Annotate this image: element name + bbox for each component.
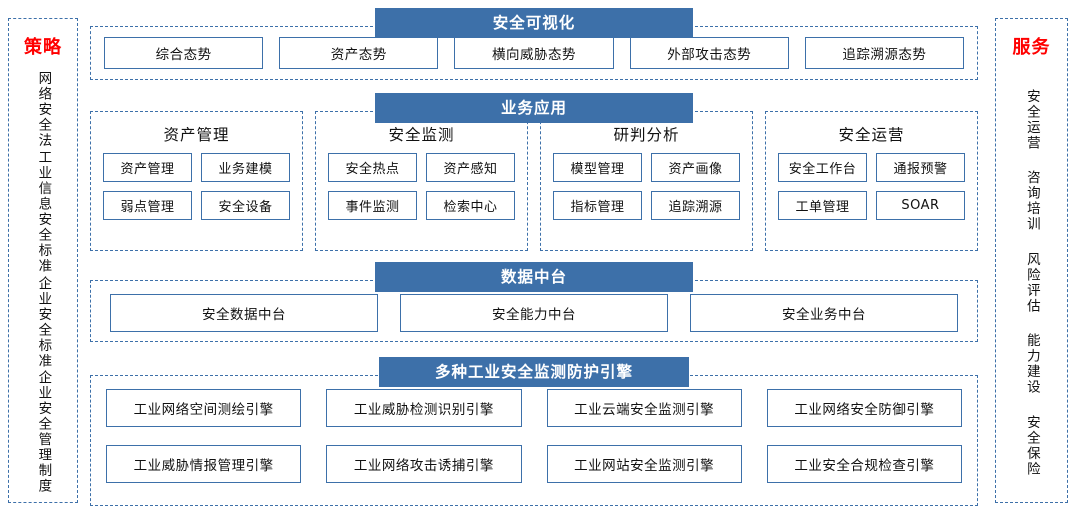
application-banner: 业务应用 xyxy=(375,93,693,123)
group-1-item-2[interactable]: 事件监测 xyxy=(328,191,417,220)
data-platform-item-1[interactable]: 安全能力中台 xyxy=(400,294,668,332)
service-item-1: 咨询培训 xyxy=(1023,170,1040,232)
service-item-2: 风险评估 xyxy=(1023,251,1040,314)
strategy-item-0: 网络安全法 xyxy=(35,70,52,149)
group-grid-1: 安全热点 资产感知 事件监测 检索中心 xyxy=(328,153,515,220)
group-grid-3: 安全工作台 通报预警 工单管理 SOAR xyxy=(778,153,965,220)
application-groups: 资产管理 资产管理 业务建模 弱点管理 安全设备 安全监测 安全热点 资产感知 … xyxy=(90,111,978,251)
group-1-item-0[interactable]: 安全热点 xyxy=(328,153,417,182)
group-0-item-1[interactable]: 业务建模 xyxy=(201,153,290,182)
group-3-item-2[interactable]: 工单管理 xyxy=(778,191,867,220)
engine-item-1[interactable]: 工业威胁检测识别引擎 xyxy=(326,389,522,427)
group-3-item-0[interactable]: 安全工作台 xyxy=(778,153,867,182)
service-pillar-items: 安全运营 咨询培训 风险评估 能力建设 安全保险 xyxy=(996,69,1067,502)
engine-item-5[interactable]: 工业网络攻击诱捕引擎 xyxy=(326,445,522,483)
application-group-asset-management: 资产管理 资产管理 业务建模 弱点管理 安全设备 xyxy=(90,111,303,251)
group-title-1: 安全监测 xyxy=(388,126,455,144)
group-0-item-2[interactable]: 弱点管理 xyxy=(103,191,192,220)
visualization-band: 安全可视化 综合态势 资产态势 横向威胁态势 外部攻击态势 追踪溯源态势 xyxy=(90,8,978,80)
group-grid-0: 资产管理 业务建模 弱点管理 安全设备 xyxy=(103,153,290,220)
group-grid-2: 模型管理 资产画像 指标管理 追踪溯源 xyxy=(553,153,740,220)
strategy-pillar-items: 网络安全法 工业信息安全标准 企业安全标准 企业安全管理制度 xyxy=(9,69,77,502)
strategy-item-3: 企业安全管理制度 xyxy=(35,370,52,495)
engines-banner: 多种工业安全监测防护引擎 xyxy=(379,357,689,387)
group-3-item-1[interactable]: 通报预警 xyxy=(876,153,965,182)
group-title-0: 资产管理 xyxy=(163,126,230,144)
service-pillar-title: 服务 xyxy=(1012,37,1051,58)
engine-item-4[interactable]: 工业威胁情报管理引擎 xyxy=(106,445,302,483)
engine-item-3[interactable]: 工业网络安全防御引擎 xyxy=(766,389,962,427)
group-2-item-0[interactable]: 模型管理 xyxy=(553,153,642,182)
engine-item-7[interactable]: 工业安全合规检查引擎 xyxy=(766,445,962,483)
application-group-security-monitoring: 安全监测 安全热点 资产感知 事件监测 检索中心 xyxy=(315,111,528,251)
group-0-item-0[interactable]: 资产管理 xyxy=(103,153,192,182)
visualization-item-3[interactable]: 外部攻击态势 xyxy=(629,37,789,69)
visualization-item-1[interactable]: 资产态势 xyxy=(279,37,439,69)
engines-items: 工业网络空间测绘引擎 工业威胁检测识别引擎 工业云端安全监测引擎 工业网络安全防… xyxy=(106,389,962,483)
application-group-security-operations: 安全运营 安全工作台 通报预警 工单管理 SOAR xyxy=(765,111,978,251)
strategy-item-1: 工业信息安全标准 xyxy=(35,149,52,274)
group-1-item-3[interactable]: 检索中心 xyxy=(426,191,515,220)
engines-band: 多种工业安全监测防护引擎 工业网络空间测绘引擎 工业威胁检测识别引擎 工业云端安… xyxy=(90,357,978,506)
engine-item-0[interactable]: 工业网络空间测绘引擎 xyxy=(106,389,302,427)
group-2-item-1[interactable]: 资产画像 xyxy=(651,153,740,182)
group-2-item-2[interactable]: 指标管理 xyxy=(553,191,642,220)
group-title-3: 安全运营 xyxy=(838,126,905,144)
service-item-4: 安全保险 xyxy=(1023,414,1040,477)
group-0-item-3[interactable]: 安全设备 xyxy=(201,191,290,220)
group-1-item-1[interactable]: 资产感知 xyxy=(426,153,515,182)
service-pillar: 服务 安全运营 咨询培训 风险评估 能力建设 安全保险 xyxy=(995,18,1068,503)
data-platform-item-0[interactable]: 安全数据中台 xyxy=(110,294,378,332)
visualization-item-2[interactable]: 横向威胁态势 xyxy=(454,37,614,69)
service-item-3: 能力建设 xyxy=(1023,333,1040,395)
engine-item-6[interactable]: 工业网站安全监测引擎 xyxy=(546,445,742,483)
group-2-item-3[interactable]: 追踪溯源 xyxy=(651,191,740,220)
data-platform-banner: 数据中台 xyxy=(375,262,693,292)
application-group-analysis: 研判分析 模型管理 资产画像 指标管理 追踪溯源 xyxy=(540,111,753,251)
data-platform-items: 安全数据中台 安全能力中台 安全业务中台 xyxy=(110,294,958,332)
group-title-2: 研判分析 xyxy=(613,126,680,144)
strategy-item-2: 企业安全标准 xyxy=(35,275,52,369)
strategy-pillar: 策略 网络安全法 工业信息安全标准 企业安全标准 企业安全管理制度 xyxy=(8,18,78,503)
group-3-item-3[interactable]: SOAR xyxy=(876,191,965,220)
application-band: 业务应用 资产管理 资产管理 业务建模 弱点管理 安全设备 安全监测 安全热点 xyxy=(90,93,978,251)
data-platform-band: 数据中台 安全数据中台 安全能力中台 安全业务中台 xyxy=(90,262,978,342)
engine-item-2[interactable]: 工业云端安全监测引擎 xyxy=(546,389,742,427)
data-platform-item-2[interactable]: 安全业务中台 xyxy=(690,294,958,332)
visualization-banner: 安全可视化 xyxy=(375,8,693,38)
main-stack: 安全可视化 综合态势 资产态势 横向威胁态势 外部攻击态势 追踪溯源态势 业务应… xyxy=(90,0,978,513)
service-item-0: 安全运营 xyxy=(1023,88,1040,151)
strategy-pillar-title: 策略 xyxy=(24,37,62,58)
visualization-items: 综合态势 资产态势 横向威胁态势 外部攻击态势 追踪溯源态势 xyxy=(104,37,965,69)
visualization-item-4[interactable]: 追踪溯源态势 xyxy=(804,37,965,69)
visualization-item-0[interactable]: 综合态势 xyxy=(104,37,264,69)
